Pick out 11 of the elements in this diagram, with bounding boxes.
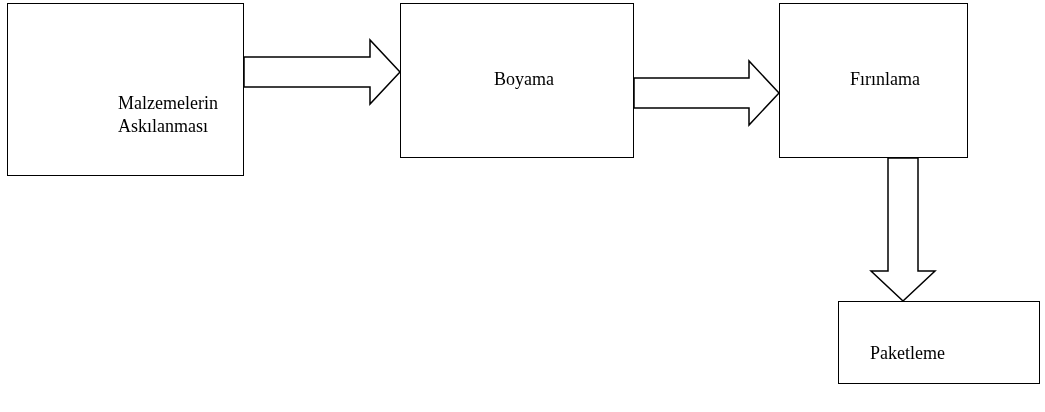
process-box — [779, 3, 968, 158]
block-arrow — [633, 59, 781, 127]
process-box — [400, 3, 634, 158]
box-label: Fırınlama — [850, 68, 921, 91]
box-label: Malzemelerin Askılanması — [118, 92, 219, 139]
box-label: Boyama — [494, 68, 555, 91]
box-label: Paketleme — [870, 342, 946, 365]
process-box — [838, 301, 1040, 384]
process-box — [7, 3, 244, 176]
block-arrow — [869, 157, 937, 303]
block-arrow — [243, 38, 402, 106]
